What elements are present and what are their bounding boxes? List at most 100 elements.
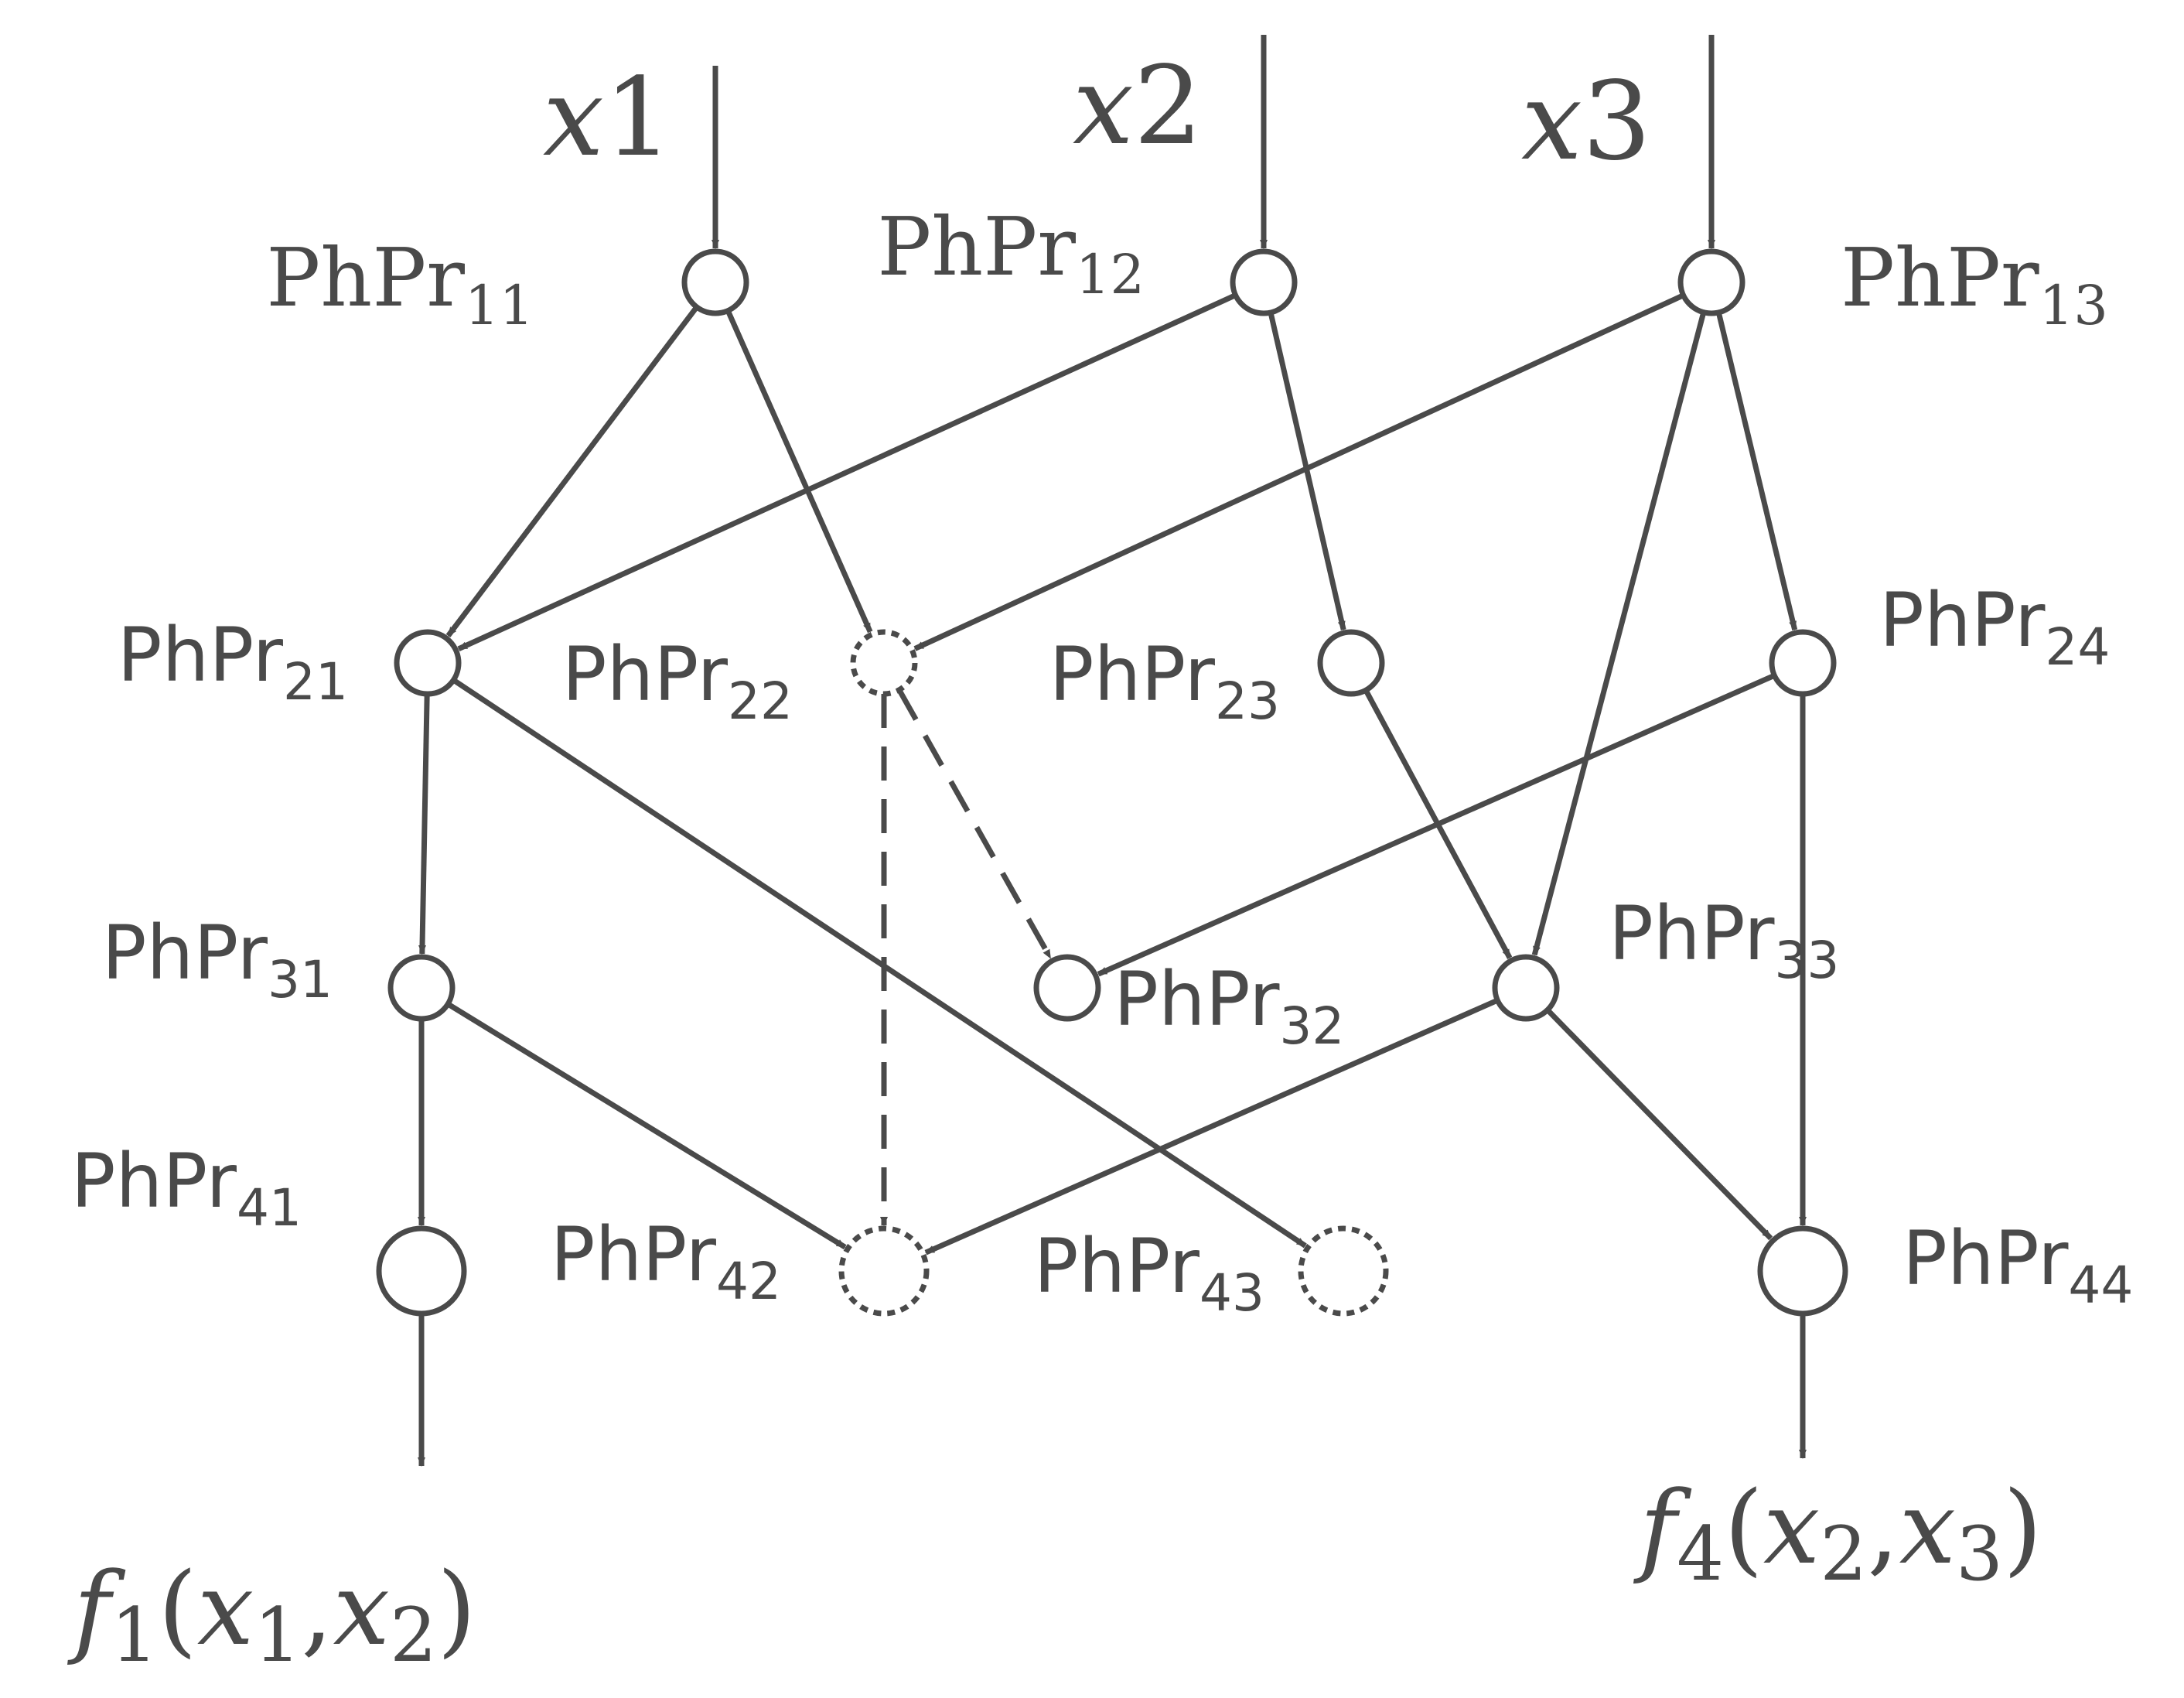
edge-n31-n42 [446,1001,847,1250]
output-label-close: ) [437,1550,476,1668]
node-label-base: PhPr [1049,631,1216,718]
edges-layer [418,35,1807,1467]
input-label-x3: x3 [1521,59,1651,185]
output-label-asub: 1 [254,1592,301,1679]
node-n32 [1033,954,1101,1022]
node-label-n42: PhPr42 [551,1211,781,1311]
edge-n11-n22 [725,309,873,634]
edge-n21-n31 [418,693,430,955]
edge-n12-n21 [457,292,1237,651]
output-label-open: ( [158,1550,197,1668]
node-label-n12: PhPr12 [877,200,1145,306]
node-label-base: PhPr [1879,577,2046,664]
node-label-subscript: 42 [716,1252,781,1311]
node-label-base: PhPr [1902,1215,2069,1302]
node-label-base: PhPr [1034,1223,1200,1310]
output-label-a: x [197,1550,254,1668]
node-label-subscript: 33 [1774,931,1839,990]
node-label-subscript: 12 [1076,243,1145,306]
output-label-sep: , [301,1550,333,1668]
node-label-base: PhPr [102,910,268,996]
node-label-subscript: 31 [268,950,333,1010]
edge-n11-n21 [445,305,699,638]
edge-n33-n42 [924,997,1499,1256]
node-n22 [850,629,918,697]
output-label-fnsub: 4 [1677,1511,1724,1597]
node-label-base: PhPr [551,1211,717,1298]
node-n23 [1317,629,1385,697]
output-label-close: ) [2003,1469,2042,1587]
edge-n13-n24 [1715,312,1798,631]
output-label-b: x [333,1550,390,1668]
output-label-asub: 2 [1820,1511,1867,1597]
node-label-n41: PhPr41 [71,1138,302,1238]
node-label-n31: PhPr31 [102,910,333,1010]
node-label-n32: PhPr32 [1114,956,1344,1056]
node-label-n44: PhPr44 [1902,1215,2133,1315]
node-label-n43: PhPr43 [1034,1223,1264,1323]
node-n21 [394,629,462,697]
edge-n21-n43 [452,678,1307,1249]
node-n41 [376,1225,467,1317]
output-label-a: x [1763,1469,1820,1587]
output-label-f4: f4(x2,x3) [1633,1469,2042,1597]
node-label-base: PhPr [71,1138,237,1225]
input-label-x1: x1 [543,55,673,181]
node-label-n11: PhPr11 [266,231,534,337]
edge-n22-n32 [896,688,1053,960]
edge-n24-n32 [1097,672,1776,977]
node-label-subscript: 41 [237,1178,302,1238]
node-label-base: PhPr [1609,890,1775,977]
node-n12 [1230,248,1298,316]
edge-n13-n33 [1531,311,1707,956]
node-label-subscript: 21 [283,652,348,712]
node-label-n21: PhPr21 [118,612,348,712]
node-label-subscript: 22 [728,671,793,731]
node-label-base: PhPr [1114,956,1280,1043]
output-label-b: x [1899,1469,1956,1587]
output-label-fnsub: 1 [111,1592,158,1679]
output-label-sep: , [1867,1469,1899,1587]
input-label-base: x [1073,43,1134,169]
input-label-subscript: 3 [1582,59,1651,185]
node-label-subscript: 44 [2068,1256,2133,1315]
node-label-n23: PhPr23 [1049,631,1280,731]
node-label-subscript: 23 [1215,671,1280,731]
output-label-open: ( [1724,1469,1763,1587]
output-label-f1: f1(x1,x2) [67,1550,476,1679]
nodes-layer [376,248,1848,1317]
node-label-subscript: 43 [1199,1263,1264,1323]
node-n13 [1677,248,1745,316]
node-n43 [1298,1225,1389,1317]
input-label-subscript: 2 [1134,43,1203,169]
node-label-n13: PhPr13 [1841,231,2108,337]
input-label-subscript: 1 [604,55,673,181]
node-label-n22: PhPr22 [562,631,793,731]
output-label-bsub: 2 [390,1592,437,1679]
node-label-base: PhPr [266,231,465,325]
edge-n13-n22 [913,292,1685,651]
node-label-subscript: 11 [465,274,534,337]
input-label-base: x [543,55,604,181]
node-label-base: PhPr [118,612,284,699]
input-label-x2: x2 [1073,43,1203,169]
node-label-base: PhPr [1841,231,2039,325]
node-label-subscript: 13 [2039,274,2108,337]
node-n11 [681,248,749,316]
output-label-bsub: 3 [1956,1511,2003,1597]
node-label-subscript: 32 [1279,996,1344,1056]
node-label-n24: PhPr24 [1879,577,2110,677]
node-n31 [387,954,456,1022]
node-n33 [1492,954,1560,1022]
node-n44 [1757,1225,1848,1317]
node-label-base: PhPr [877,200,1076,294]
node-label-subscript: 24 [2045,617,2110,677]
edge-n33-n44 [1545,1008,1773,1241]
node-label-base: PhPr [562,631,729,718]
node-label-n33: PhPr33 [1609,890,1839,990]
node-n42 [838,1225,930,1317]
input-label-base: x [1521,59,1582,185]
